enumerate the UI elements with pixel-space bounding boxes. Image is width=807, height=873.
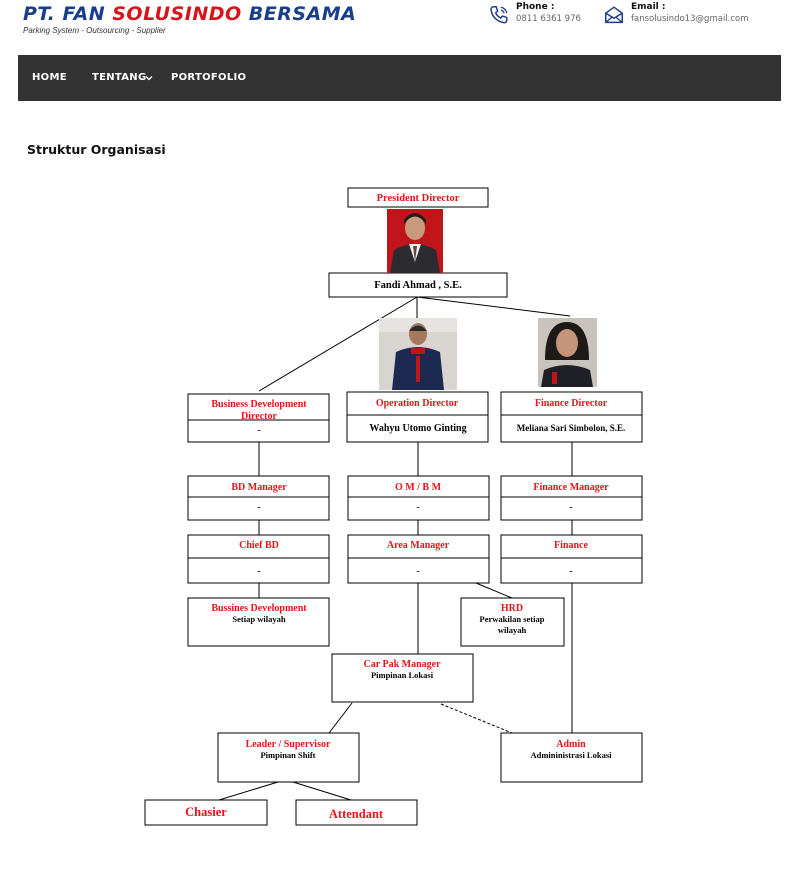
carpak-box [331,653,474,703]
main-navbar: HOME TENTANG PORTOFOLIO [18,55,781,101]
bd-manager-title: BD Manager [231,482,287,493]
op-director-box [346,391,489,443]
president-title-box [347,187,489,208]
connector [475,582,513,599]
operation-director-photo [379,318,457,390]
fin-director-value: Meliana Sari Simbolon, S.E. [517,423,626,433]
area-manager-value: - [416,566,419,577]
finance-box [500,534,643,584]
phone-value[interactable]: 0811 6361 976 [516,14,581,24]
chief-bd-title: Chief BD [239,540,279,551]
finance-director-photo [538,318,597,387]
bussines-dev-value: Setiap wilayah [232,614,285,624]
chief-bd-box [187,534,330,584]
nav-tentang[interactable]: TENTANG [92,55,153,101]
chasier-title: Chasier [185,805,227,819]
president-photo [387,209,443,273]
hrd-value-1: Perwakilan setiap [480,614,545,624]
nav-home[interactable]: HOME [32,72,67,83]
bd-director-title-1: Business Development [211,399,307,410]
connector [292,781,352,801]
leader-box [217,732,360,783]
chevron-down-icon [145,76,153,81]
attendant-title: Attendant [329,807,384,821]
op-director-value: Wahyu Utomo Ginting [369,423,466,434]
president-name: Fandi Ahmad , S.E. [374,280,462,291]
email-value[interactable]: fansolusindo13@gmail.com [631,14,749,24]
company-name: PT. FAN SOLUSINDO BERSAMA [23,3,357,25]
bd-manager-value: - [257,502,260,513]
envelope-icon [605,6,623,24]
admin-value: Admininistrasi Lokasi [530,750,612,760]
fin-manager-title: Finance Manager [533,482,609,493]
phone-contact: Phone : 0811 6361 976 [488,1,581,26]
hrd-box [460,597,565,647]
ombm-value: - [416,502,419,513]
fin-manager-value: - [569,502,572,513]
page-title: Struktur Organisasi [27,142,166,157]
carpak-title: Car Pak Manager [363,659,441,670]
ombm-box [347,475,490,521]
nav-tentang-label: TENTANG [92,72,147,83]
admin-title: Admin [556,739,586,750]
chief-bd-value: - [257,566,260,577]
fin-manager-box [500,475,643,521]
fin-director-box [500,391,643,443]
leader-value: Pimpinan Shift [260,750,315,760]
finance-value: - [569,566,572,577]
company-logo[interactable]: PT. FAN SOLUSINDO BERSAMA Parking System… [23,3,356,35]
bd-manager-box [187,475,330,521]
hrd-value-2: wilayah [498,625,527,635]
chasier-box [144,799,268,826]
carpak-value: Pimpinan Lokasi [371,670,434,680]
connector [218,781,279,801]
nav-portofolio[interactable]: PORTOFOLIO [171,72,247,83]
phone-label: Phone : [516,2,555,12]
president-title: President Director [377,193,460,204]
connector [258,296,418,392]
bd-director-title-2: Director [241,411,277,422]
area-manager-box [347,534,490,584]
connector-dashed [440,703,513,734]
email-label: Email : [631,2,666,12]
fin-director-title: Finance Director [535,398,608,409]
bussines-dev-box [187,597,330,647]
bd-director-box [187,393,330,443]
hrd-title: HRD [501,603,523,614]
email-contact: Email : fansolusindo13@gmail.com [603,1,749,26]
attendant-box [295,799,418,826]
admin-box [500,732,643,783]
ombm-title: O M / B M [395,482,442,493]
area-manager-title: Area Manager [387,540,450,551]
connector [416,296,571,317]
connector [328,702,353,734]
bussines-dev-title: Bussines Development [211,603,307,614]
op-director-title: Operation Director [376,398,459,409]
finance-title: Finance [554,540,588,551]
leader-title: Leader / Supervisor [246,739,331,750]
company-tagline: Parking System - Outsourcing - Supplier [23,26,166,35]
bd-director-value: - [257,425,260,436]
phone-icon [490,6,508,24]
